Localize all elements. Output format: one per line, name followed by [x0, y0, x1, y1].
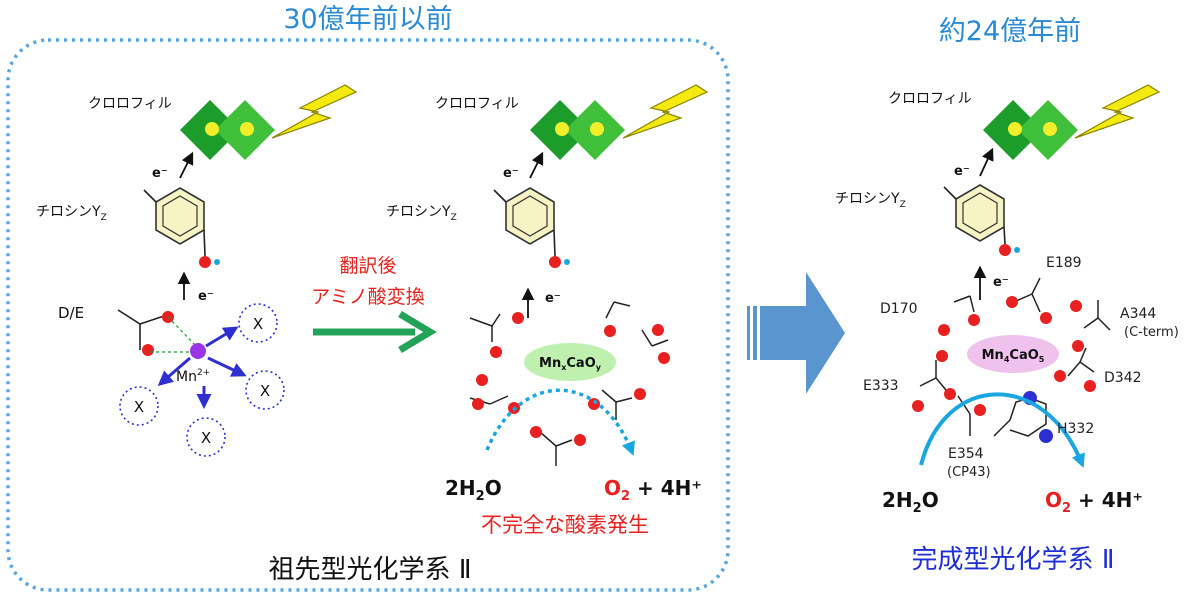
- residue-e354: E354: [948, 446, 984, 462]
- mn-cluster-middle: [524, 343, 616, 381]
- evolution-arrow: [747, 272, 845, 394]
- electron-label-middle-lower: e⁻: [545, 291, 561, 306]
- mn-ion-label: Mn2+: [176, 368, 210, 385]
- left-panel-title: 30億年前以前: [283, 4, 452, 35]
- electron-label-middle-upper: e⁻: [503, 166, 519, 181]
- lightning-icon: [271, 84, 358, 139]
- mn-ligand-arrows: [157, 326, 247, 409]
- mn-cluster-right-label: Mn4CaO5: [982, 348, 1045, 364]
- electron-label-right-lower: e⁻: [993, 275, 1009, 290]
- svg-text:X: X: [134, 398, 144, 416]
- chlorophyll-middle: [530, 100, 625, 160]
- ligand-x-1: X: [238, 303, 278, 343]
- electron-arrow-middle-upper: [529, 151, 544, 179]
- residues-right: [912, 277, 1111, 443]
- oxygen-label-middle: O2 + 4H⁺: [604, 476, 702, 504]
- svg-text:X: X: [253, 315, 263, 333]
- tyrosine-ring-left: [143, 187, 220, 268]
- conversion-arrow-head: [398, 310, 437, 354]
- water-label-middle: 2H2O: [445, 476, 502, 504]
- residue-e189: E189: [1046, 255, 1082, 271]
- tyrosine-label-middle: チロシンYZ: [386, 204, 457, 223]
- oxygen-label-right: O2 + 4H⁺: [1045, 488, 1143, 516]
- electron-label-right-upper: e⁻: [954, 164, 970, 179]
- complete-system-label: 完成型光化学系 Ⅱ: [911, 545, 1114, 575]
- residues-middle: [469, 301, 670, 466]
- chlorophyll-label-left: クロロフィル: [88, 96, 172, 112]
- svg-text:X: X: [201, 429, 211, 447]
- svg-text:X: X: [260, 382, 270, 400]
- chlorophyll-label-middle: クロロフィル: [435, 96, 519, 112]
- ancestral-panel-border: [6, 38, 730, 592]
- electron-arrow-left-upper: [179, 151, 194, 179]
- chlorophyll-right: [983, 100, 1078, 160]
- incomplete-oxygen-evolution-label: 不完全な酸素発生: [481, 513, 649, 537]
- chlorophyll-left: [180, 100, 275, 160]
- tyrosine-ring-middle: [493, 187, 570, 268]
- chlorophyll-label-right: クロロフィル: [888, 91, 972, 107]
- ancestral-system-label: 祖先型光化学系 Ⅱ: [268, 555, 471, 585]
- de-residue-label: D/E: [58, 304, 84, 322]
- ligand-x-3: X: [119, 386, 159, 426]
- lightning-icon: [1074, 84, 1161, 139]
- water-oxidation-arrow-complete: [919, 392, 1085, 468]
- electron-label-left-lower: e⁻: [198, 289, 214, 304]
- electron-label-left-upper: e⁻: [152, 166, 168, 181]
- residue-h332: H332: [1057, 421, 1094, 437]
- residue-a344-note: (C-term): [1124, 325, 1179, 340]
- mn-ion-atom: [190, 343, 206, 359]
- ligand-x-2: X: [245, 370, 285, 410]
- tyrosine-label-right: チロシンYZ: [835, 191, 906, 210]
- mn-cluster-right: [967, 335, 1059, 373]
- conversion-label-line2: アミノ酸変換: [311, 286, 425, 308]
- residue-e333: E333: [863, 378, 899, 394]
- electron-arrow-right-upper: [979, 147, 994, 177]
- residue-d170: D170: [880, 301, 918, 317]
- residue-a344: A344: [1120, 306, 1156, 322]
- de-residue: [117, 309, 197, 356]
- lightning-icon: [622, 84, 709, 139]
- water-label-right: 2H2O: [882, 488, 939, 516]
- residue-d342: D342: [1104, 370, 1142, 386]
- right-panel-title: 約24億年前: [939, 16, 1081, 47]
- conversion-label-line1: 翻訳後: [339, 255, 396, 277]
- water-oxidation-arrow-incomplete: [485, 388, 635, 456]
- residue-e354-note: (CP43): [947, 465, 991, 480]
- tyrosine-label-left: チロシンYZ: [36, 204, 107, 223]
- ligand-x-4: X: [186, 417, 226, 457]
- mn-cluster-middle-label: MnxCaOy: [539, 356, 602, 372]
- tyrosine-ring-right: [943, 184, 1020, 256]
